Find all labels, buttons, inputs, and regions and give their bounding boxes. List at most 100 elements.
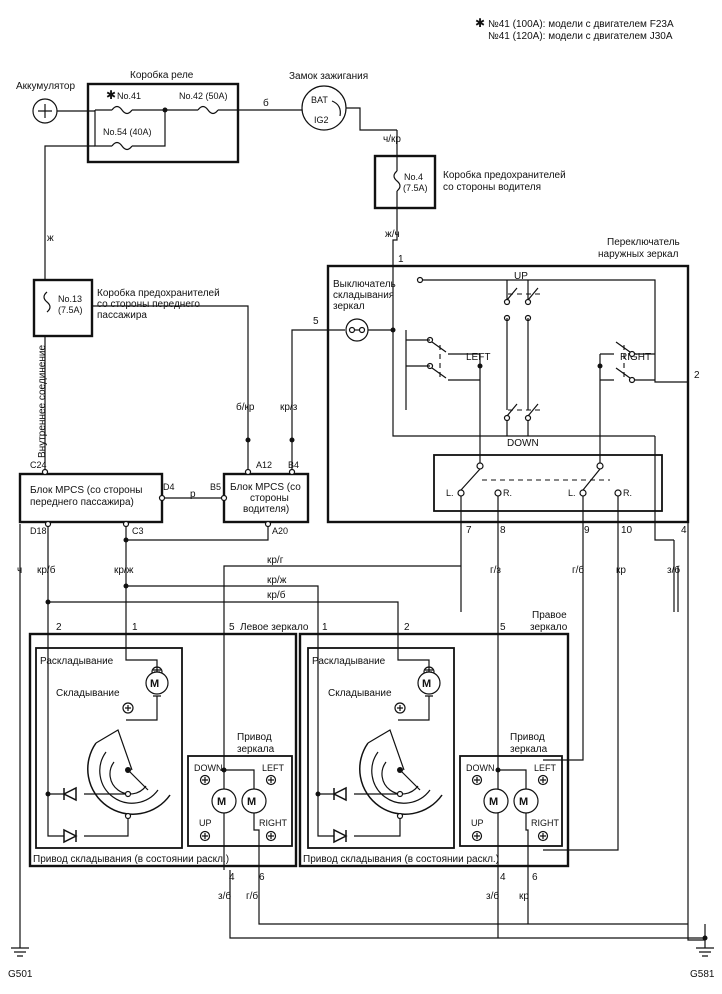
ground-g581-label: G581 [690,969,715,980]
driver-fuse-box-frame [373,154,437,210]
switch-rail-terminal [416,276,424,284]
mpcs-pin-b5: B5 [210,482,221,492]
wire-label-bus-kr-zh: кр/ж [267,575,287,586]
switch-right-wires [599,353,655,466]
fold-switch-terminal-a [348,326,356,334]
selector-l2: L. [568,488,576,498]
switch-down-terminal-2 [524,414,532,422]
wire-label-ch: ч [17,565,22,576]
fuse-54-label: No.54 (40A) [103,127,152,137]
fold-switch-label-3: зеркал [333,301,365,312]
battery: Аккумулятор [16,81,75,124]
right-actuator-title-1: Привод [510,732,545,743]
right-down-plus-mark [474,777,480,783]
left-fold-motor-wires [125,612,158,721]
mpcs-driver-line-1: Блок MPCS (со [230,482,301,493]
wire-label-kr-zh: кр/ж [114,565,134,576]
left-mirror-frame [28,632,298,868]
right-motor-1-label: M [489,796,498,808]
switch-title-2: наружных зеркал [598,249,679,260]
right-mirror-frame [298,632,570,868]
term-d18 [44,520,52,528]
passenger-fuse-box-title-1: Коробка предохранителей [97,287,220,299]
ignition-ig2: IG2 [314,115,329,125]
wire-label-rm-kr: кр [519,891,529,902]
right-mirror-pin-1: 1 [322,622,328,633]
fuse-41-star: ✱ [106,88,116,102]
left-motor-1-label: M [217,796,226,808]
switch-right-label: RIGHT [620,352,651,363]
mpcs-pin-c24: C24 [30,460,47,470]
right-diode-2-terminal [396,812,404,820]
left-cam-arm [95,729,133,771]
wire-ig2-out [346,107,397,131]
left-diode-2-icon [63,828,78,844]
right-diode-wires [317,612,401,837]
left-left-plus-mark [268,777,274,783]
left-fold-motor [145,671,169,695]
wire-right-mirror-grounds [497,870,529,938]
junction-switch-feed [390,327,396,333]
right-mirror: Правое зеркало 1 2 5 4 6 Привод складыва… [298,610,619,883]
right-diode-1-icon [332,786,347,802]
selector-blades [460,468,601,491]
switch-common-line [392,266,655,437]
switch-left-wires [405,330,430,410]
term-b5 [220,494,228,502]
wire-label-g-z: г/з [490,565,501,576]
wire-a20-link [126,527,269,541]
left-fold-motor-label: M [150,678,159,690]
switch-up-wires [506,280,529,410]
switch-right-terminal-2 [628,376,636,384]
left-motor-2-label: M [247,796,256,808]
wire-label-zh: ж [47,233,54,244]
left-actuator-down: DOWN [194,763,223,773]
wire-label-g-b: г/б [572,564,584,576]
relay-box-frame [86,82,240,164]
right-actuator-down: DOWN [466,763,495,773]
left-mirror-pin-5: 5 [229,622,235,633]
wire-label-b: б [263,97,269,109]
ignition-switch: Замок зажигания BAT IG2 [289,71,368,131]
wire-label-kr: кр [616,565,626,576]
switch-up-label: UP [514,271,528,282]
switch-pin-5: 5 [313,316,319,327]
switch-pin-10: 10 [621,525,633,536]
fuse-4-icon [393,170,401,192]
right-unfold-label: Раскладывание [312,656,386,667]
switch-right-blades [615,341,631,379]
ignition-bat: BAT [311,95,328,105]
right-actuator-junction [495,767,501,773]
switch-pin-2: 2 [694,370,700,381]
fold-switch-label-2: складывания [333,290,394,301]
wire-label-rm-z-b: з/б [486,890,499,902]
right-actuator-up: UP [471,818,484,828]
battery-label: Аккумулятор [16,81,75,92]
junction-right [597,363,603,369]
switch-up-terminal-1 [503,298,511,306]
right-fold-motor-wires [397,612,430,721]
right-fold-motor-label: M [422,678,431,690]
term-c24 [41,468,49,476]
note-star: ✱ [475,16,485,30]
right-mirror-title-2: зеркало [530,622,568,633]
left-cam-outer [87,742,171,815]
wire-b4-fold-switch [291,329,345,472]
left-unfold-label: Раскладывание [40,656,114,667]
left-diode-2-terminal [124,812,132,820]
mpcs-pin-d4: D4 [163,482,175,492]
left-cam-middle [99,751,159,804]
left-actuator-up: UP [199,818,212,828]
switch-right-side-wires [673,382,705,941]
right-mirror-pin-4: 4 [500,872,506,883]
fuse-4-rating: (7.5A) [403,183,428,193]
selector-frame [433,454,663,512]
ground-g581: G581 [690,924,715,980]
ground-g501-icon [11,944,29,957]
fuse-4-label: No.4 [404,172,423,182]
wire-bus-kr-b [48,601,399,612]
wire-label-kr-b: кр/б [37,564,56,576]
left-cam-wiper [127,769,149,791]
right-motor-1 [483,788,509,814]
battery-plus-icon [38,104,52,118]
